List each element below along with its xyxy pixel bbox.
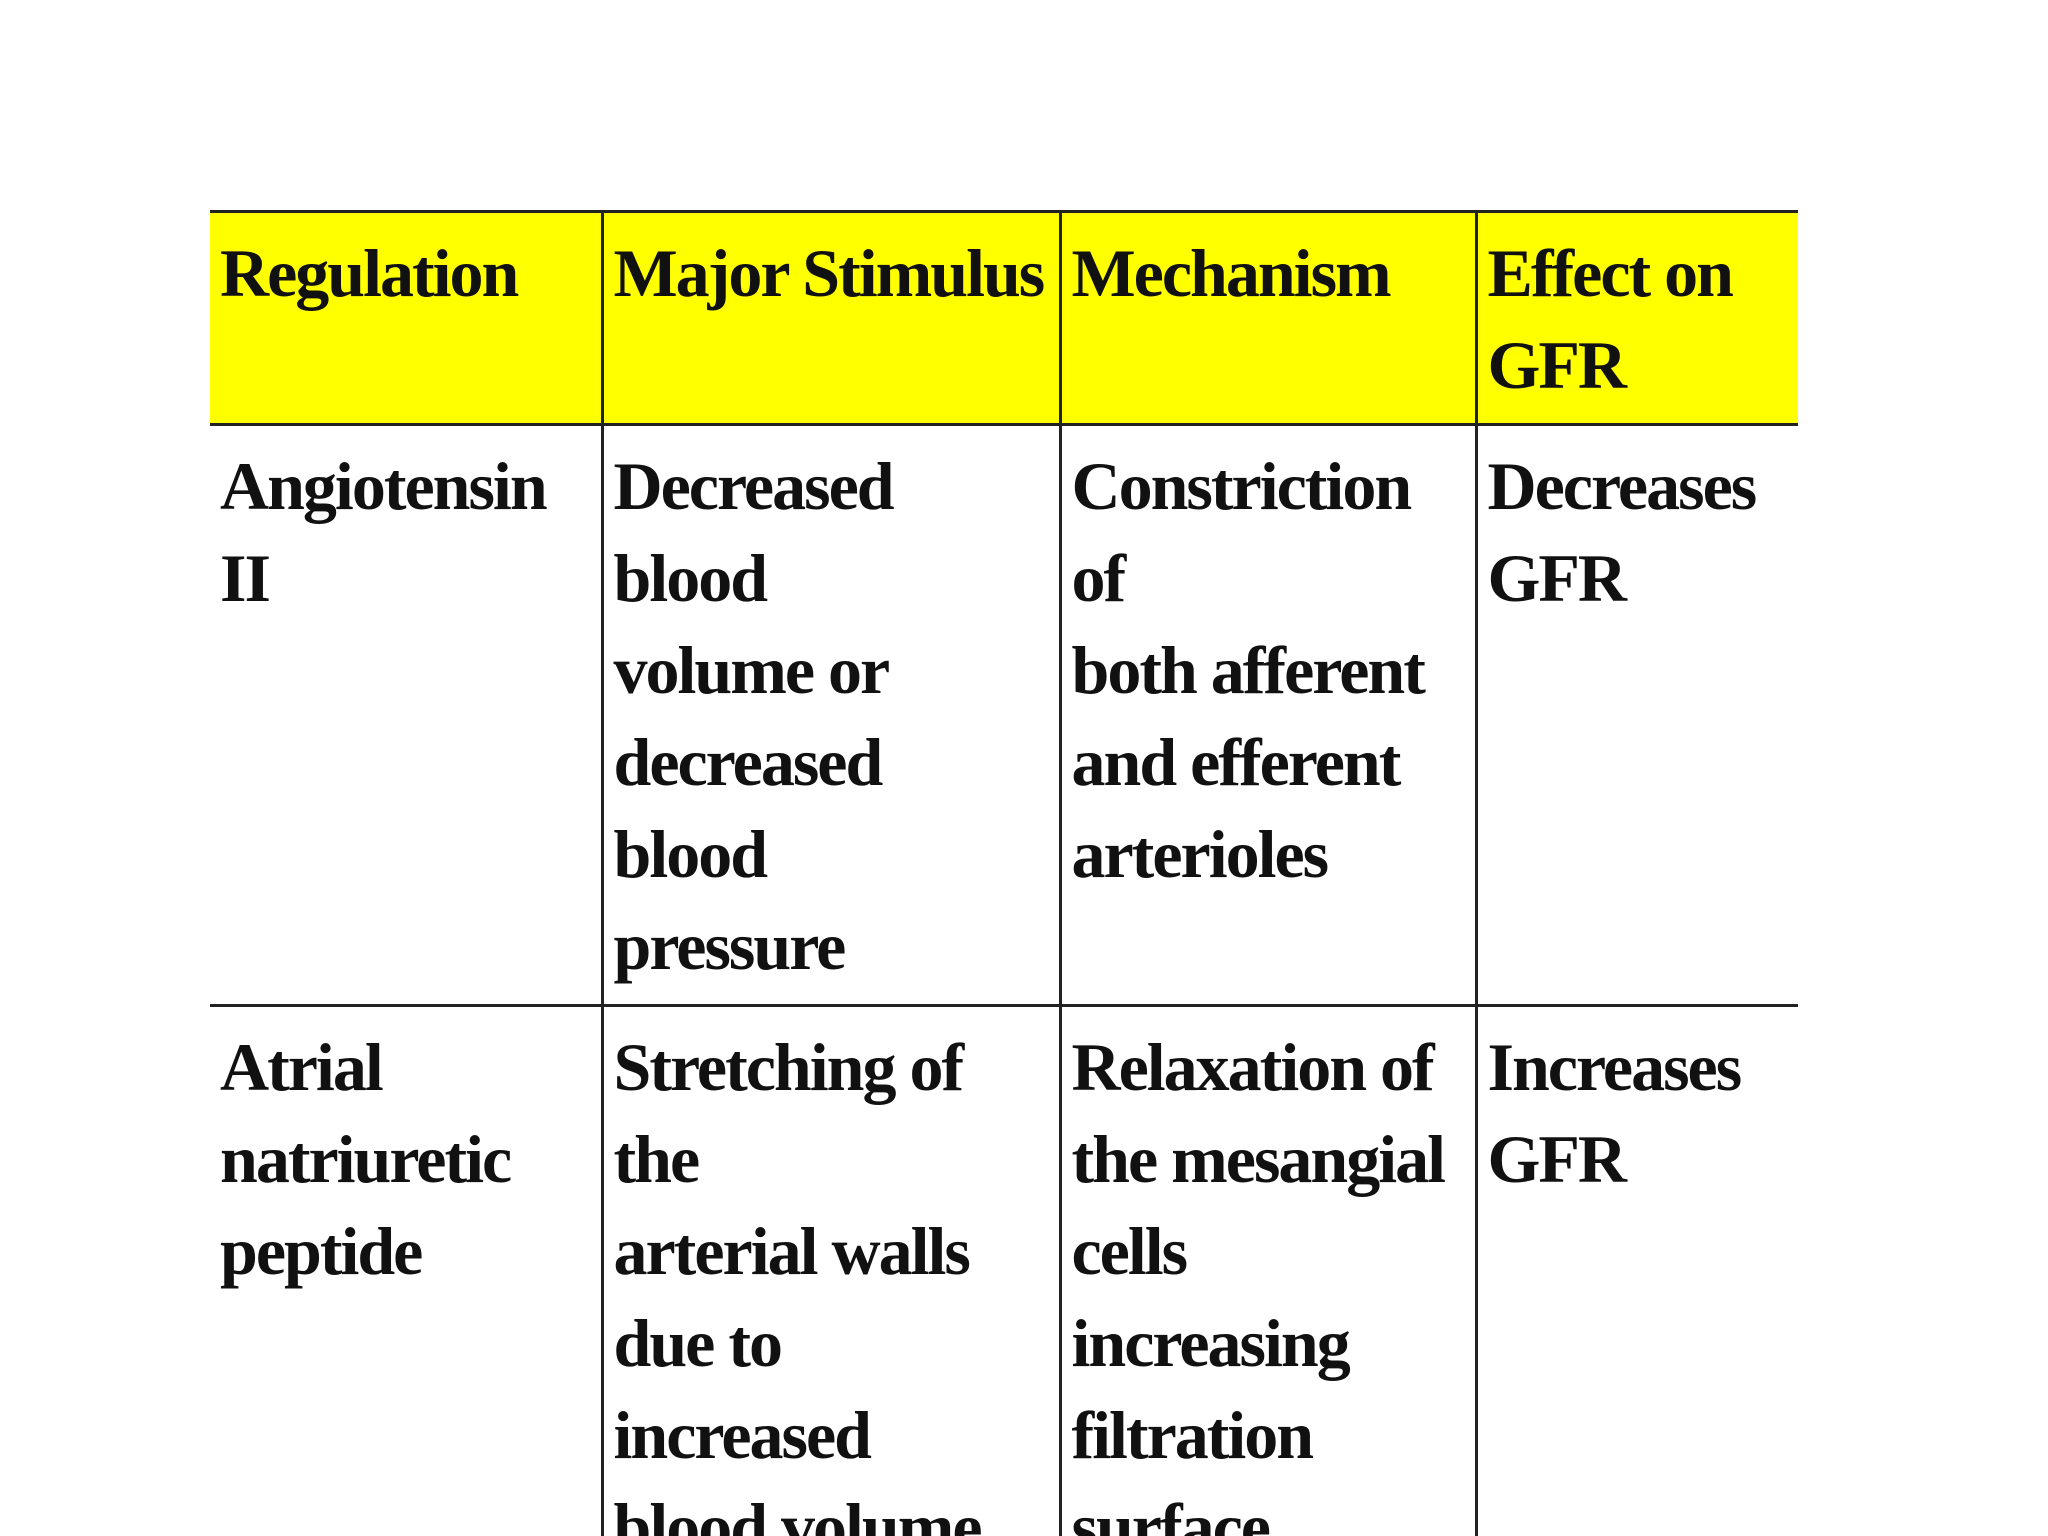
cell-effect: Decreases GFR xyxy=(1474,424,1798,1007)
gfr-regulation-table: Regulation Major Stimulus Mechanism Effe… xyxy=(210,210,1798,1536)
header-mechanism: Mechanism xyxy=(1058,210,1476,426)
table-row: Angiotensin II Decreased blood volume or… xyxy=(210,424,1798,1007)
header-effect-on-gfr: Effect on GFR xyxy=(1474,210,1798,426)
header-regulation: Regulation xyxy=(210,210,602,426)
header-major-stimulus: Major Stimulus xyxy=(600,210,1060,426)
cell-regulation: Angiotensin II xyxy=(210,424,602,1007)
cell-regulation: Atrial natriuretic peptide xyxy=(220,1029,512,1289)
cell-stimulus: Stretching of the arterial walls due to … xyxy=(600,1005,1060,1536)
table-row: Atrial natriuretic peptide Stretching of… xyxy=(210,1005,1798,1536)
cell-stimulus: Decreased blood volume or decreased bloo… xyxy=(600,424,1060,1007)
cell-mechanism: Constriction of both afferent and effere… xyxy=(1058,424,1476,1007)
header-row: Regulation Major Stimulus Mechanism Effe… xyxy=(210,210,1798,426)
cell-mechanism: Relaxation of the mesangial cells increa… xyxy=(1058,1005,1476,1536)
cell-effect: Increases GFR xyxy=(1474,1005,1798,1536)
